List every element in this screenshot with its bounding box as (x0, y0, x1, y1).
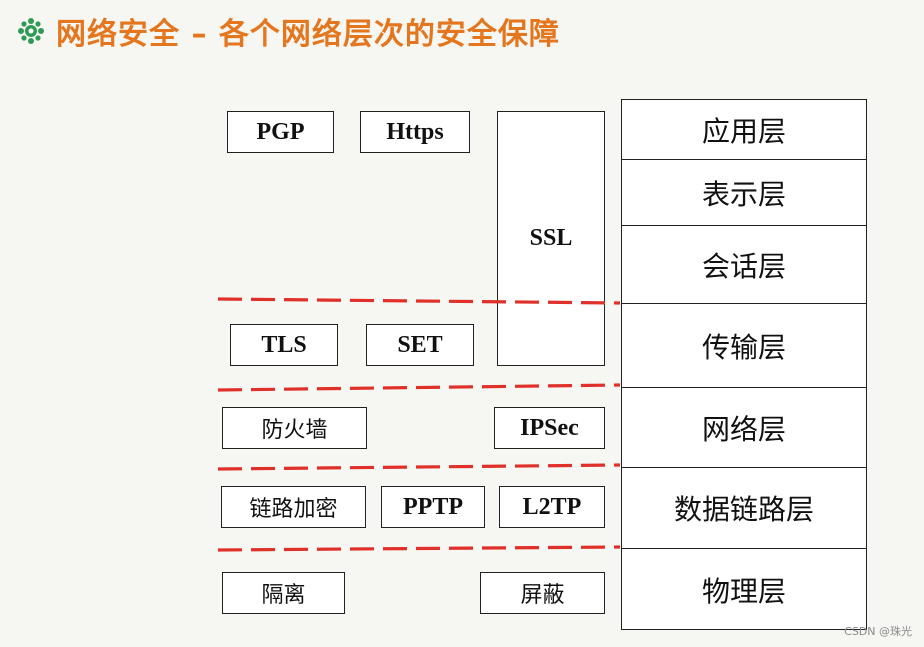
protocol-box-https: Https (360, 111, 470, 153)
protocol-box-pptp: PPTP (381, 486, 485, 528)
separator-network-datalink (217, 463, 621, 471)
separator-datalink-physical (217, 545, 621, 552)
page-title: 网络安全 – 各个网络层次的安全保障 (56, 17, 560, 52)
protocol-box-l2tp: L2TP (499, 486, 605, 528)
layer-data-link: 数据链路层 (622, 467, 866, 548)
layer-network: 网络层 (622, 387, 866, 467)
protocol-box-pgp: PGP (227, 111, 334, 153)
protocol-box-ipsec: IPSec (494, 407, 605, 449)
layer-application: 应用层 (622, 99, 866, 159)
separator-transport-network (217, 383, 621, 392)
layer-session: 会话层 (622, 225, 866, 303)
layer-physical: 物理层 (622, 548, 866, 630)
layer-presentation: 表示层 (622, 159, 866, 225)
bullet-icon (18, 18, 44, 44)
title-row: 网络安全 – 各个网络层次的安全保障 (14, 8, 560, 54)
osi-layer-stack: 应用层 表示层 会话层 传输层 网络层 数据链路层 物理层 (621, 99, 867, 630)
protocol-box-ssl: SSL (497, 111, 605, 366)
layer-transport: 传输层 (622, 303, 866, 387)
protocol-box-link-encryption: 链路加密 (221, 486, 366, 528)
protocol-box-isolation: 隔离 (222, 572, 345, 614)
protocol-box-shielding: 屏蔽 (480, 572, 605, 614)
protocol-box-firewall: 防火墙 (222, 407, 367, 449)
protocol-box-set: SET (366, 324, 474, 366)
protocol-box-tls: TLS (230, 324, 338, 366)
watermark: CSDN @珠光 (844, 625, 912, 638)
